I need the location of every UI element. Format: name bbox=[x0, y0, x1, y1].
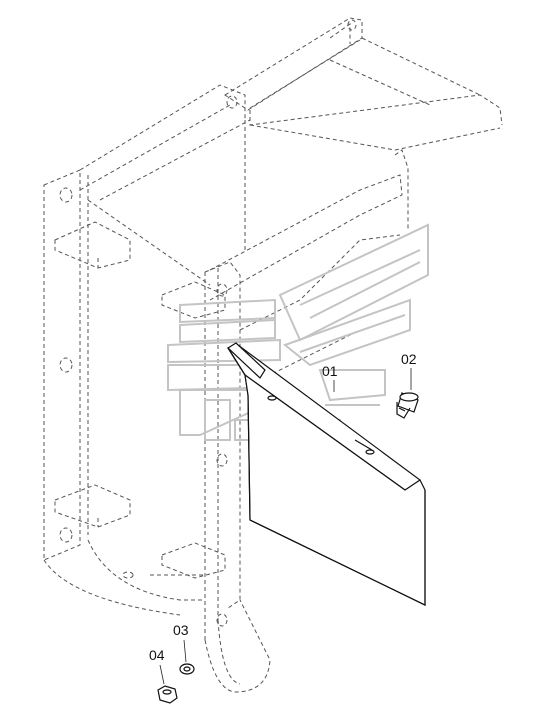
part-label-03: 03 bbox=[173, 622, 189, 638]
part-label-02: 02 bbox=[401, 351, 417, 367]
washer-part bbox=[179, 663, 195, 675]
frame-bracket bbox=[43, 17, 503, 693]
bolt-part bbox=[396, 392, 419, 419]
callout-03: 03 bbox=[173, 622, 189, 663]
nut-part bbox=[157, 685, 178, 704]
callout-01: 01 bbox=[322, 363, 338, 392]
part-label-04: 04 bbox=[149, 647, 165, 663]
callout-04: 04 bbox=[149, 647, 165, 685]
mudflap-assembly bbox=[227, 342, 426, 606]
part-label-01: 01 bbox=[322, 363, 338, 379]
callout-02: 02 bbox=[401, 351, 417, 390]
